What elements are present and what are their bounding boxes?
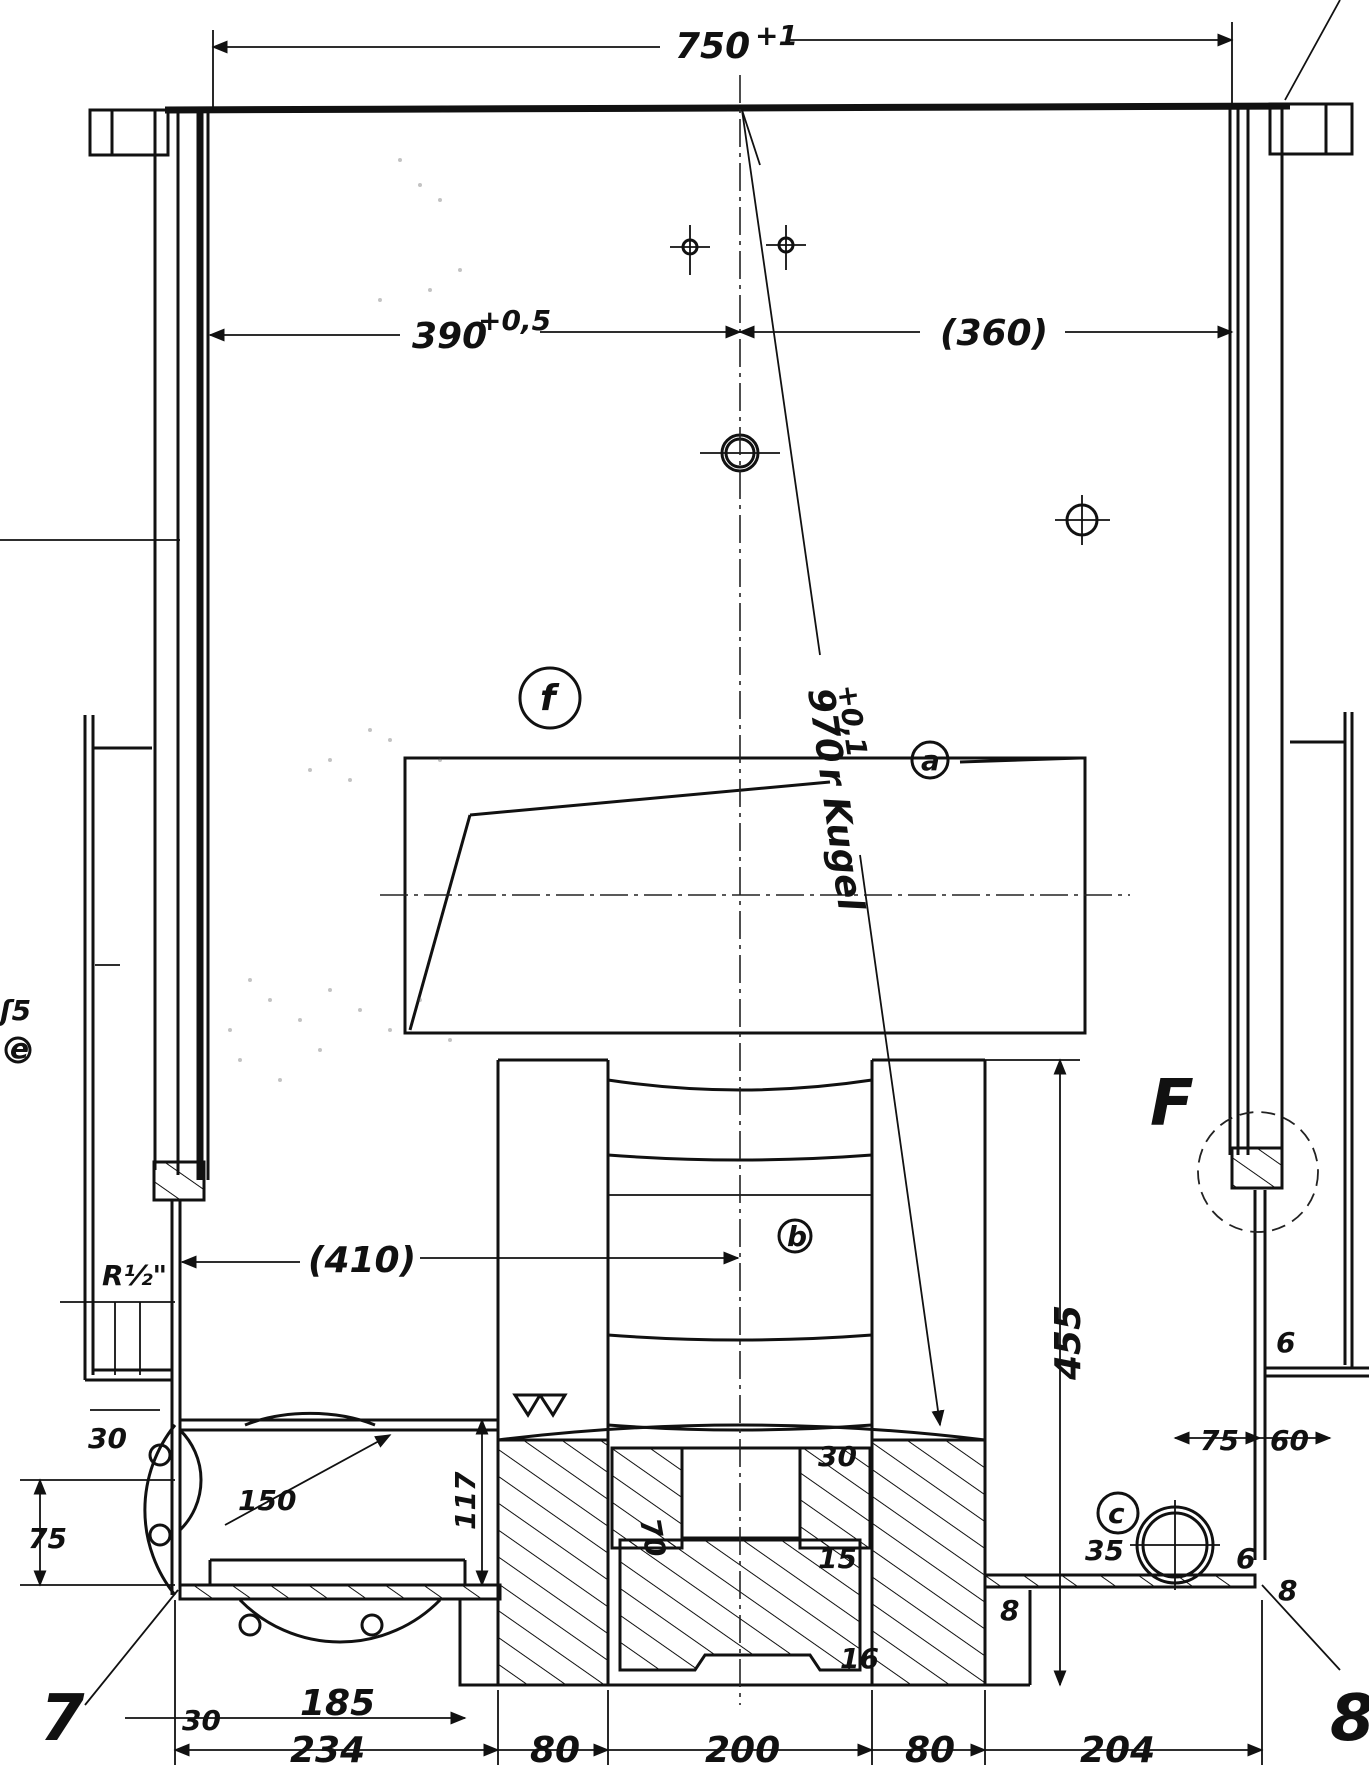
- dim-16: 16: [840, 1642, 879, 1675]
- dim-410: (410): [308, 1240, 416, 1281]
- dim-left-edge: ʃ5: [0, 994, 31, 1027]
- dim-6-upper: 6: [1276, 1326, 1295, 1359]
- dim-200: 200: [705, 1730, 780, 1765]
- dim-8-edge: 8: [1278, 1574, 1297, 1607]
- dim-35: 35: [1085, 1534, 1124, 1567]
- dim-185: 185: [300, 1683, 375, 1724]
- item-number-8: 8: [1330, 1682, 1369, 1756]
- dim-15: 15: [818, 1542, 857, 1575]
- sphere-unit: r: [810, 765, 853, 791]
- dim-390-tol: +0,5: [478, 304, 551, 337]
- label-f: f: [540, 678, 560, 719]
- label-e: e: [10, 1032, 29, 1065]
- dim-75-right: 75: [1200, 1424, 1239, 1457]
- dim-117: 117: [449, 1471, 482, 1530]
- dim-455: 455: [1048, 1305, 1089, 1381]
- dim-750-tol: +1: [755, 19, 798, 52]
- dimension-lines: [20, 0, 1341, 1765]
- label-b: b: [787, 1220, 807, 1253]
- sphere-word: Kugel: [814, 794, 871, 913]
- label-c: c: [1108, 1497, 1125, 1530]
- inner-features: [4, 75, 1140, 1705]
- dim-80-left: 80: [530, 1730, 580, 1765]
- dim-60: 60: [1270, 1424, 1309, 1457]
- dim-30-gap: 30: [88, 1422, 127, 1455]
- label-detail-F: F: [1150, 1067, 1194, 1141]
- housing-outline: [0, 102, 1369, 1595]
- dim-80-right: 80: [905, 1730, 955, 1765]
- dim-204: 204: [1080, 1730, 1155, 1765]
- dim-360: (360): [940, 313, 1048, 354]
- dim-b30: 30: [182, 1704, 221, 1737]
- dim-750: 750: [675, 26, 750, 67]
- dim-75-left: 75: [28, 1522, 67, 1555]
- dimension-labels: 750 +1 390 +0,5 (360) (410) R½" 30 75 15…: [0, 19, 1309, 1765]
- dim-8-plate: 8: [1000, 1594, 1019, 1627]
- dim-6-lower: 6: [1236, 1542, 1255, 1575]
- dim-390: 390: [412, 316, 487, 357]
- dim-30-hub: 30: [818, 1440, 857, 1473]
- sphere-note: 970 +0,1 r Kugel: [799, 682, 874, 914]
- dim-70: 70: [633, 1515, 672, 1559]
- dim-pipe: R½": [102, 1259, 167, 1292]
- dim-r150: 150: [238, 1484, 296, 1517]
- feature-labels: f a b c e F 7 8: [10, 678, 1369, 1756]
- item-number-7: 7: [40, 1682, 85, 1756]
- label-a: a: [921, 744, 940, 777]
- dim-234: 234: [290, 1730, 365, 1765]
